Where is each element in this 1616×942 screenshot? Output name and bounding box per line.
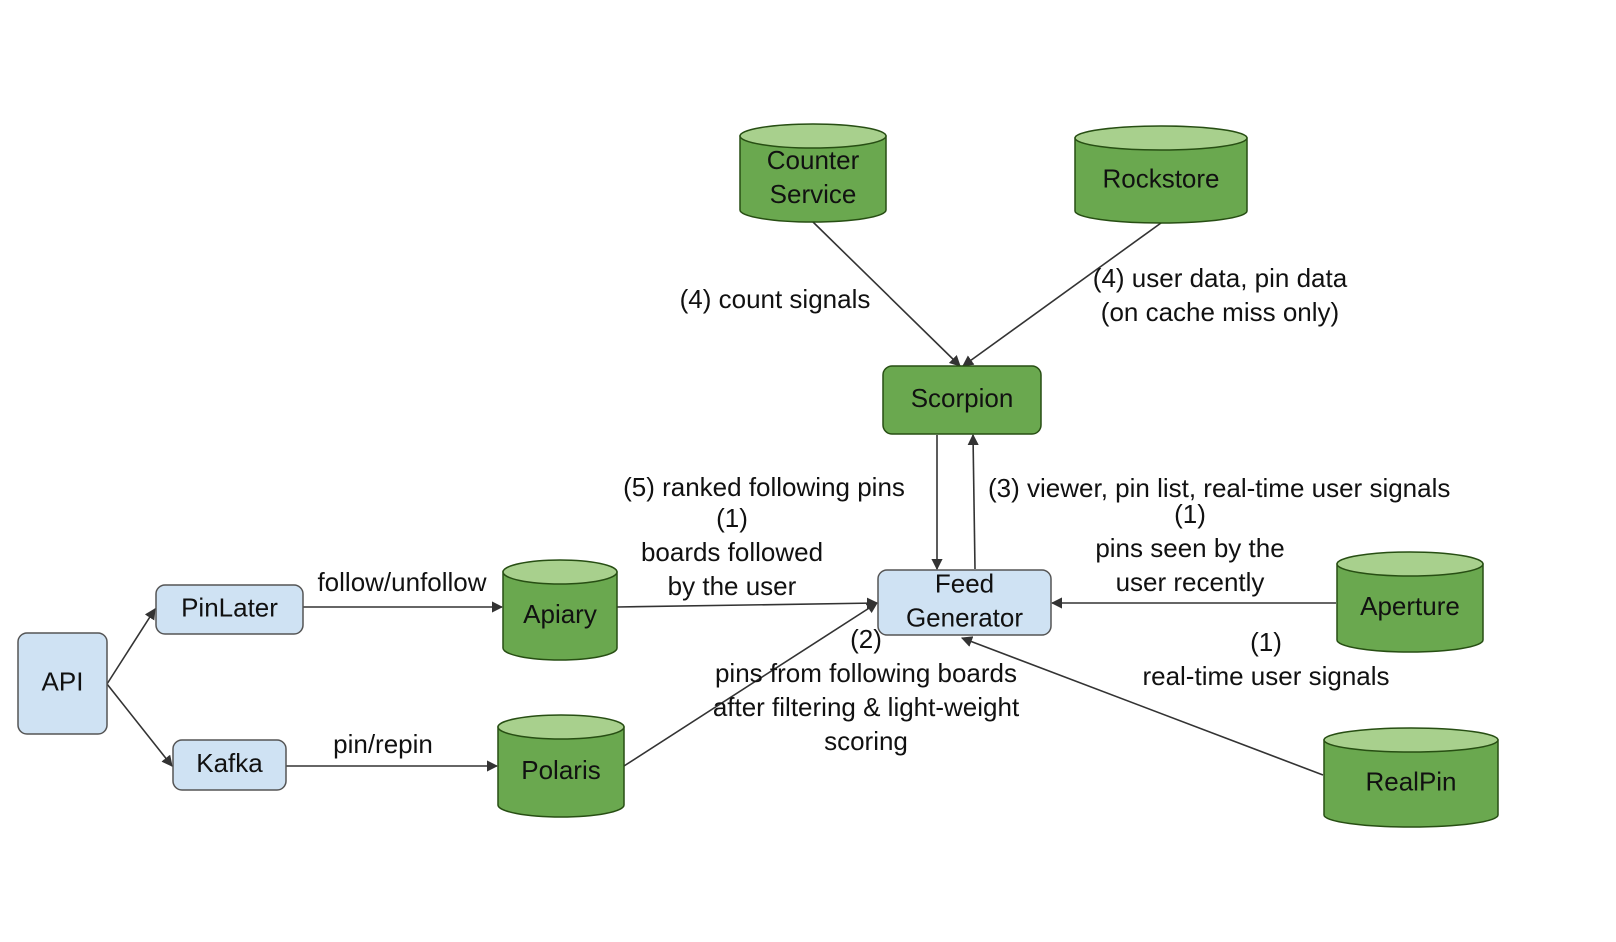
node-pinlater: PinLater [155,584,304,635]
node-box [155,584,304,635]
cylinder-top [739,123,887,149]
edge-label-scorpion-feedgen: (5) ranked following pins [623,472,905,502]
node-box [882,365,1042,435]
node-label-scorpion: Scorpion [911,383,1014,413]
cylinder-body [739,135,887,223]
node-label-pinlater: PinLater [181,592,278,622]
node-label-realpin: RealPin [1365,766,1456,796]
cylinder-top [497,714,625,740]
edge-apiary-feedgen [616,597,879,609]
node-label-aperture: Aperture [1360,591,1460,621]
node-label-apiary: Apiary [523,599,597,629]
edge-label-counter-scorpion: (4) count signals [680,284,871,314]
edge-labels-layer: follow/unfollow pin/repin (1)boards follow… [317,263,1450,759]
cylinder-body [1074,137,1248,224]
cylinder-body [502,571,618,661]
cylinder-top [1336,551,1484,577]
cylinder-body [1336,563,1484,653]
node-rockstore: Rockstore [1074,125,1248,224]
edge-counter-scorpion [812,221,961,367]
edge-api-kafka [106,683,173,767]
edge-label-pinlater-apiary: follow/unfollow [317,567,486,597]
node-box [877,569,1052,636]
node-label-rockstore: Rockstore [1102,163,1219,193]
edges-layer [106,221,1336,776]
node-realpin: RealPin [1323,727,1499,828]
edge-polaris-feedgen [623,602,878,767]
cylinder-top [1074,125,1248,151]
cylinder-top [502,559,618,585]
node-scorpion: Scorpion [882,365,1042,435]
node-box [17,632,108,735]
cylinder-body [1323,739,1499,828]
node-label-api: API [42,666,84,696]
edge-feedgen-scorpion [967,433,979,570]
node-box [172,739,287,791]
edge-api-pinlater [106,608,156,685]
edge-label-rockstore-scorpion: (4) user data, pin data(on cache miss on… [1093,263,1348,327]
cylinder-body [497,726,625,818]
node-label-polaris: Polaris [521,755,600,785]
edge-realpin-feedgen [960,636,1324,776]
node-polaris: Polaris [497,714,625,818]
node-apiary: Apiary [502,559,618,661]
node-kafka: Kafka [172,739,287,791]
node-label-kafka: Kafka [196,748,263,778]
cylinder-top [1323,727,1499,753]
node-aperture: Aperture [1336,551,1484,653]
node-api: API [17,632,108,735]
edge-rockstore-scorpion [962,222,1162,367]
edge-label-feedgen-scorpion: (3) viewer, pin list, real-time user sig… [988,473,1450,503]
edge-label-realpin-feedgen: (1)real-time user signals [1142,627,1389,691]
edge-label-kafka-polaris: pin/repin [333,729,433,759]
